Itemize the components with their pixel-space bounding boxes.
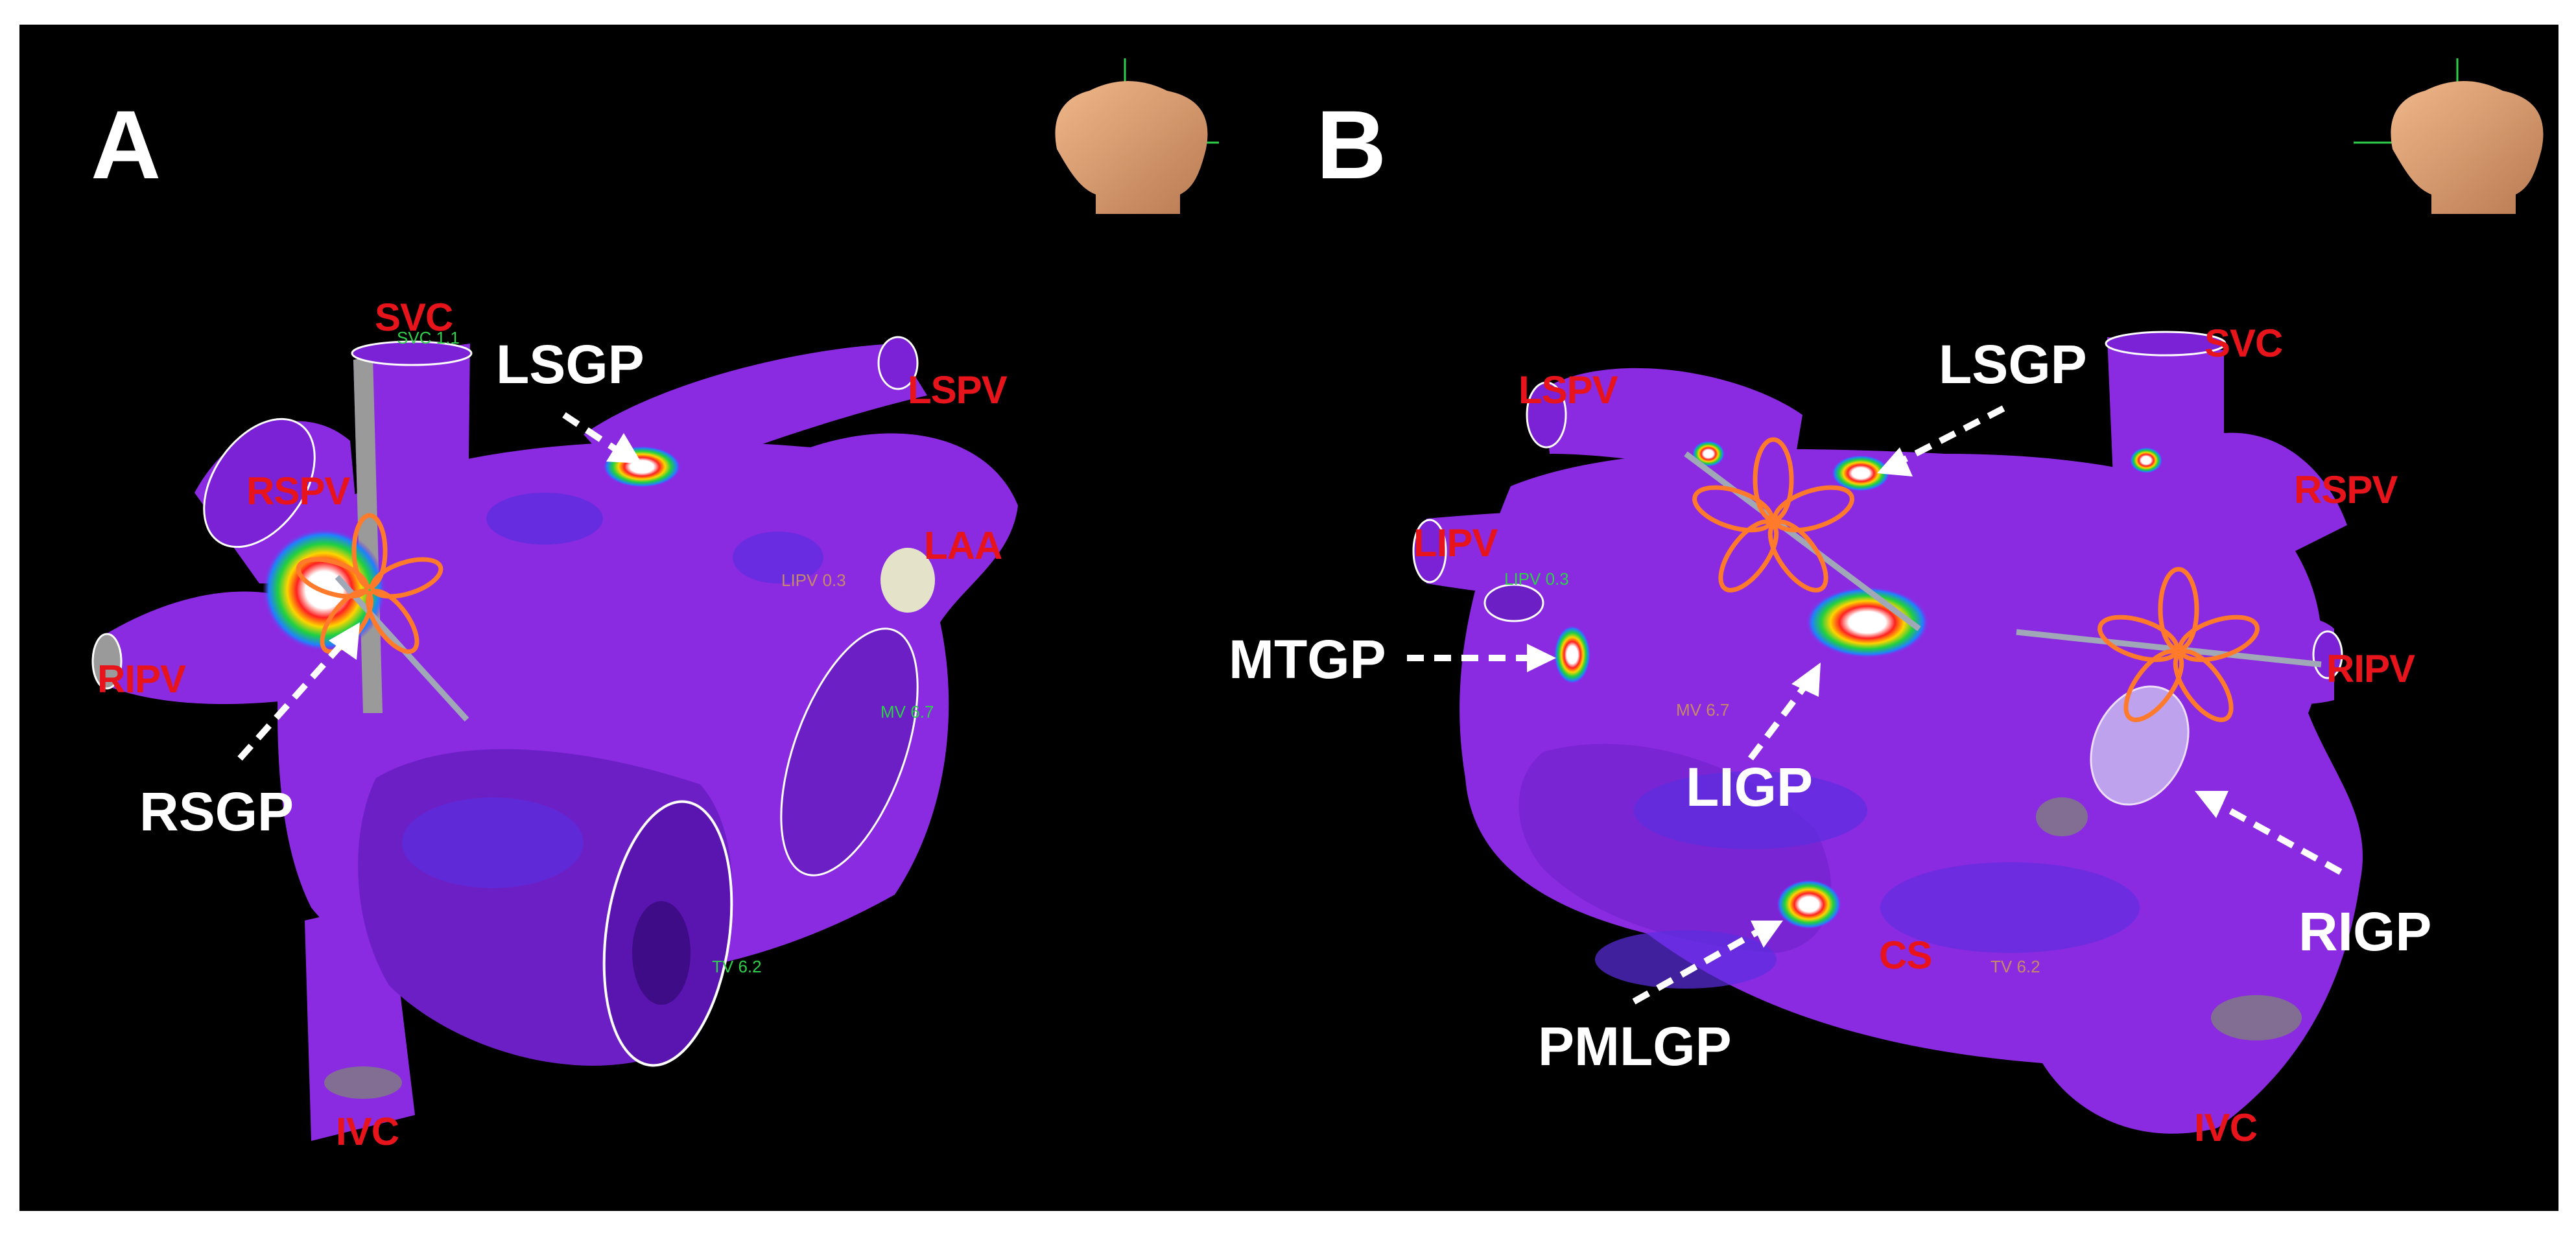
voltage-hotspot-icon <box>1832 455 1890 491</box>
ligp-label: LIGP <box>1686 757 1814 817</box>
torso-orientation-icon <box>1055 58 1219 214</box>
ivc-label-a: IVC <box>336 1110 399 1153</box>
mtgp-label: MTGP <box>1229 629 1386 690</box>
lsgp-arrow-b <box>1895 405 2005 467</box>
svc-label-b: SVC <box>2204 322 2283 365</box>
rsgp-label: RSGP <box>139 781 294 842</box>
voltage-hotspot-icon <box>1692 441 1725 467</box>
map-label-lipv-a: LIPV 0.3 <box>781 570 846 590</box>
voltage-hotspot-icon <box>1777 880 1841 929</box>
ligp-arrow <box>1748 679 1812 760</box>
rspv-label-a: RSPV <box>246 469 350 513</box>
torso-orientation-icon <box>2354 58 2544 214</box>
rigp-arrow <box>2216 801 2343 875</box>
ablation-catheter-icon <box>1684 437 1921 631</box>
voltage-hotspot-icon <box>1806 587 1929 658</box>
lsgp-label-a: LSGP <box>496 334 644 395</box>
laa-label: LAA <box>924 524 1002 567</box>
lspv-label-b: LSPV <box>1518 368 1618 412</box>
panel-letter-b: B <box>1316 90 1387 199</box>
map-label-lipv-b: LIPV 0.3 <box>1504 569 1569 589</box>
ripv-label-a: RIPV <box>97 657 186 701</box>
map-label-mv-b: MV 6.7 <box>1676 700 1730 720</box>
panel-letter-a: A <box>91 90 161 199</box>
rspv-label-b: RSPV <box>2294 468 2398 511</box>
ivc-label-b: IVC <box>2194 1106 2258 1149</box>
lsgp-arrow-a <box>562 412 624 457</box>
pmlgp-label: PMLGP <box>1538 1016 1732 1077</box>
pmlgp-arrow <box>1632 927 1762 1005</box>
cs-label: CS <box>1879 934 1932 977</box>
ablation-catheter-icon <box>2016 567 2322 722</box>
ablation-catheter-icon <box>296 513 469 722</box>
voltage-hotspot-icon <box>1554 626 1590 684</box>
lsgp-label-b: LSGP <box>1939 334 2087 395</box>
svc-label-a: SVC <box>375 296 453 339</box>
rigp-label: RIGP <box>2298 901 2432 962</box>
map-label-tv-a: TV 6.2 <box>712 957 762 976</box>
map-label-mv-a: MV 6.7 <box>880 702 934 722</box>
lipv-label-b: LIPV <box>1413 521 1498 565</box>
panel-b-heart <box>1407 331 2363 1134</box>
lspv-label-a: LSPV <box>908 368 1008 412</box>
ripv-label-b: RIPV <box>2326 647 2415 690</box>
voltage-hotspot-icon <box>2130 447 2162 473</box>
map-label-tv-b: TV 6.2 <box>1991 957 2040 976</box>
map-label-svc-a: SVC 1.1 <box>397 328 460 347</box>
panel-a-heart <box>91 336 1019 1141</box>
